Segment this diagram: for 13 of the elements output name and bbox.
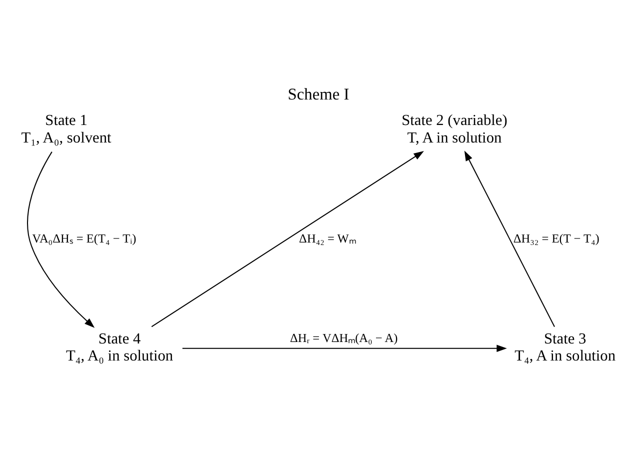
diagram-title: Scheme I	[288, 84, 350, 103]
arrow	[182, 344, 507, 352]
arrow	[27, 151, 95, 328]
node-text: State 4 T₄, A₀ in solution	[66, 330, 174, 364]
node-text: State 3 T₄, A in solution	[514, 330, 616, 364]
arrow	[151, 150, 424, 327]
node-text: State 1 T₁, A₀, solvent	[21, 112, 112, 146]
edge-label: ΔHᵣ = VΔHₘ(A₀ − A)	[290, 330, 398, 344]
edge-label: ΔH₄₂ = Wₘ	[299, 230, 356, 245]
arrow	[464, 150, 555, 326]
edge-label: ΔH₃₂ = E(T − T₄)	[513, 230, 600, 245]
edge-label: VA₀ΔHₛ = E(T₄ − Tᵢ)	[32, 230, 136, 245]
node-text: State 2 (variable) T, A in solution	[402, 112, 508, 146]
